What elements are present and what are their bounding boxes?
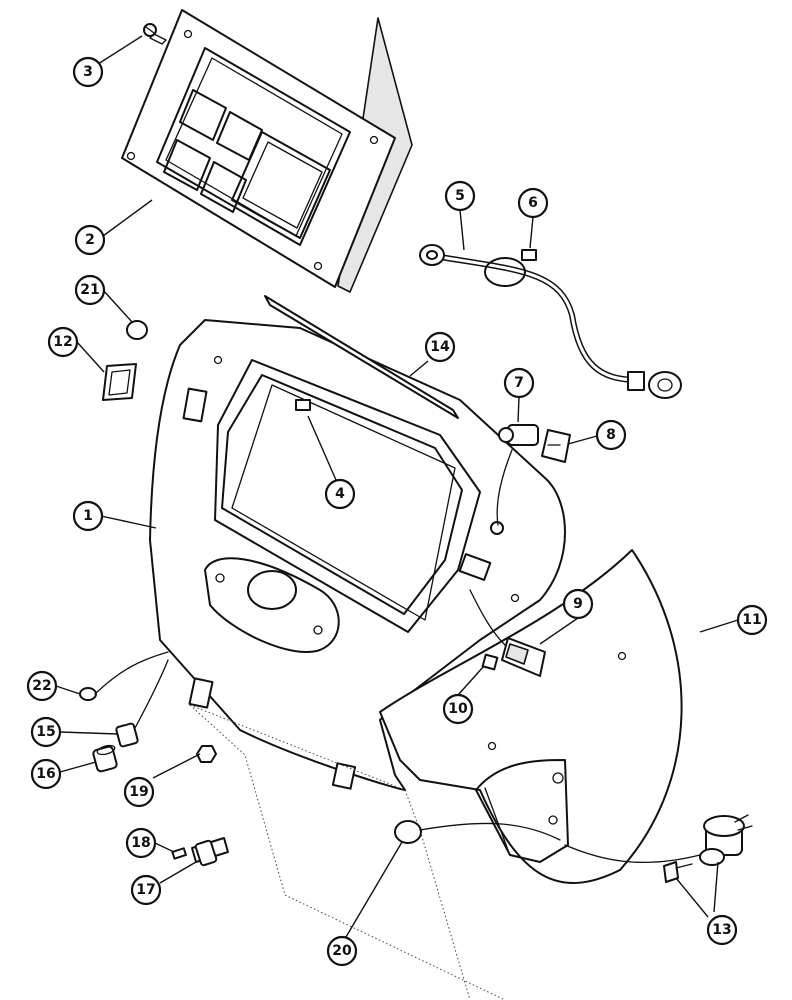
nut bbox=[196, 745, 217, 763]
callout-label: 14 bbox=[430, 339, 450, 355]
callout-circle bbox=[74, 274, 106, 306]
warning-lamp bbox=[115, 659, 169, 748]
cluster-screw bbox=[143, 23, 167, 45]
cable-assembly bbox=[419, 244, 682, 399]
callout-circle bbox=[30, 716, 62, 748]
bulb bbox=[541, 429, 571, 463]
callout-label: 11 bbox=[742, 612, 761, 628]
callout-12: 12 bbox=[47, 326, 79, 358]
callout-label: 9 bbox=[573, 596, 583, 612]
ignition-key bbox=[663, 861, 693, 883]
callout-circle bbox=[72, 500, 104, 532]
callout-circle bbox=[74, 224, 106, 256]
callout-20: 20 bbox=[326, 935, 358, 967]
callout-circle bbox=[442, 693, 474, 725]
callout-1: 1 bbox=[72, 500, 104, 532]
callout-label: 3 bbox=[83, 64, 93, 80]
callout-13: 13 bbox=[706, 914, 738, 946]
callout-label: 22 bbox=[32, 678, 51, 694]
callout-label: 12 bbox=[53, 334, 72, 350]
callout-label: 13 bbox=[712, 922, 731, 938]
callout-label: 19 bbox=[129, 784, 148, 800]
callout-circle bbox=[562, 588, 594, 620]
callout-11: 11 bbox=[736, 604, 768, 636]
callout-circle bbox=[517, 187, 549, 219]
callout-16: 16 bbox=[30, 758, 62, 790]
callout-circle bbox=[503, 367, 535, 399]
callout-label: 21 bbox=[80, 282, 99, 298]
callout-label: 15 bbox=[36, 724, 55, 740]
panel-clip bbox=[295, 399, 311, 411]
blanking-plug bbox=[126, 320, 148, 340]
callout-circle bbox=[72, 56, 104, 88]
callout-3: 3 bbox=[72, 56, 104, 88]
leader-lines bbox=[55, 35, 739, 938]
connector-screw bbox=[171, 847, 187, 860]
callout-label: 18 bbox=[131, 835, 150, 851]
callout-label: 6 bbox=[528, 195, 538, 211]
panel-grommet bbox=[394, 820, 561, 844]
callout-9: 9 bbox=[562, 588, 594, 620]
callout-4: 4 bbox=[324, 478, 356, 510]
callout-label: 4 bbox=[335, 486, 345, 502]
switch-cap bbox=[102, 363, 137, 401]
callout-5: 5 bbox=[444, 180, 476, 212]
callout-circle bbox=[444, 180, 476, 212]
gasket-strip bbox=[264, 295, 459, 419]
callout-circle bbox=[30, 758, 62, 790]
callout-8: 8 bbox=[595, 419, 627, 451]
callout-19: 19 bbox=[123, 776, 155, 808]
callout-label: 2 bbox=[85, 232, 95, 248]
ignition-switch bbox=[564, 814, 753, 866]
callout-circle bbox=[26, 670, 58, 702]
callout-circle bbox=[123, 776, 155, 808]
lower-panel-outline bbox=[189, 704, 506, 1000]
callout-circle bbox=[326, 935, 358, 967]
callout-label: 10 bbox=[448, 701, 468, 717]
callout-label: 20 bbox=[332, 943, 352, 959]
callout-21: 21 bbox=[74, 274, 106, 306]
callout-15: 15 bbox=[30, 716, 62, 748]
callout-circle bbox=[595, 419, 627, 451]
callout-label: 16 bbox=[36, 766, 55, 782]
instrument-cluster bbox=[121, 9, 413, 293]
callout-circle bbox=[130, 874, 162, 906]
callout-label: 5 bbox=[455, 188, 465, 204]
lamp-holder bbox=[92, 744, 118, 773]
rocker-switch bbox=[469, 589, 546, 677]
switch-bracket bbox=[481, 653, 499, 671]
callout-circle bbox=[424, 331, 456, 363]
callout-2: 2 bbox=[74, 224, 106, 256]
callout-10: 10 bbox=[442, 693, 474, 725]
callout-label: 1 bbox=[83, 508, 93, 524]
callout-22: 22 bbox=[26, 670, 58, 702]
callout-circle bbox=[324, 478, 356, 510]
callout-14: 14 bbox=[424, 331, 456, 363]
callout-6: 6 bbox=[517, 187, 549, 219]
callout-18: 18 bbox=[125, 827, 157, 859]
callout-7: 7 bbox=[503, 367, 535, 399]
callout-circle bbox=[706, 914, 738, 946]
callout-circle bbox=[736, 604, 768, 636]
grommet bbox=[79, 651, 169, 701]
callout-label: 8 bbox=[606, 427, 616, 443]
connector bbox=[191, 837, 229, 867]
bulb-holder bbox=[496, 424, 539, 526]
callout-label: 17 bbox=[136, 882, 155, 898]
callout-circle bbox=[125, 827, 157, 859]
side-cowl bbox=[379, 549, 683, 884]
callout-circle bbox=[47, 326, 79, 358]
callout-17: 17 bbox=[130, 874, 162, 906]
callout-label: 7 bbox=[514, 375, 524, 391]
